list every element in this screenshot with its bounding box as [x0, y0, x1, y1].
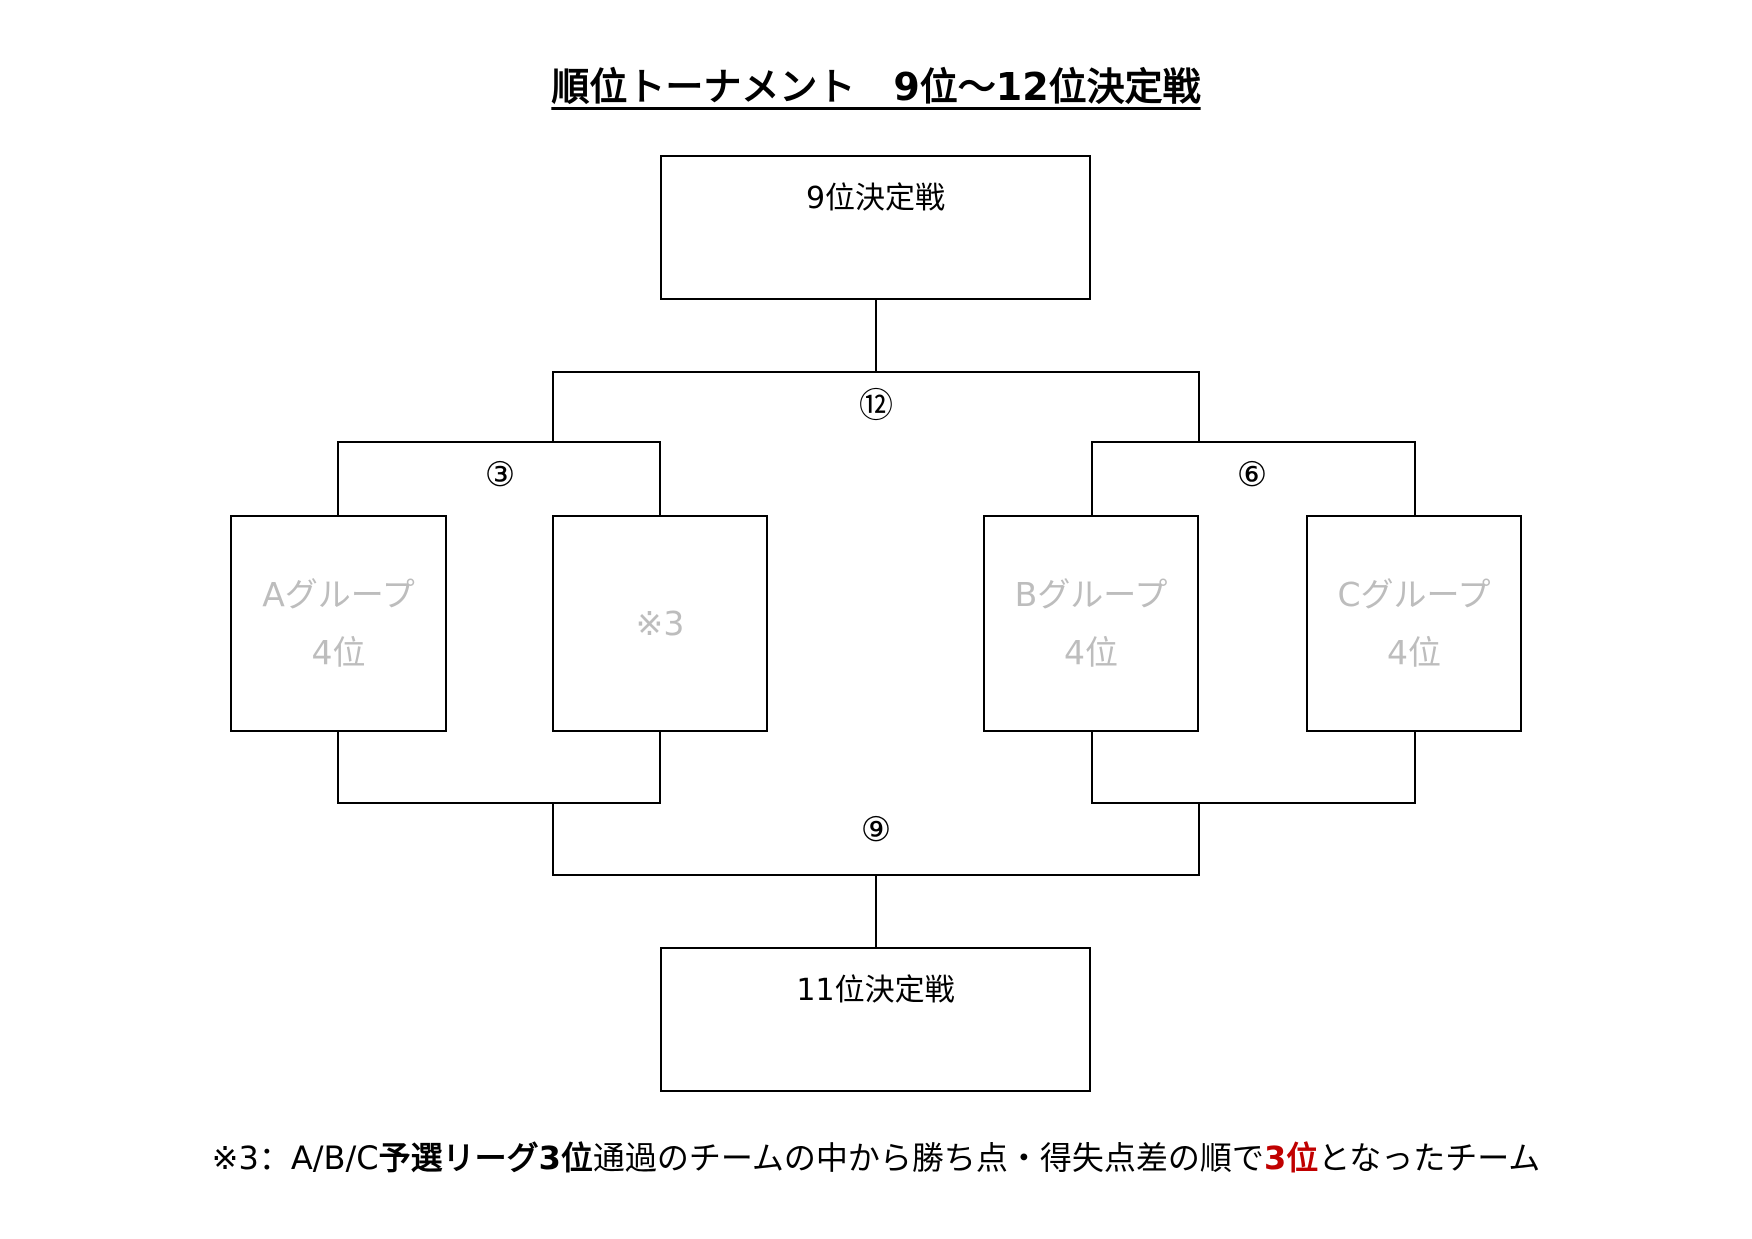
final-9th-place-box: 9位決定戦	[660, 155, 1091, 300]
team-box-note-3: ※3	[552, 515, 768, 732]
team-box-a-group-4th: Aグループ 4位	[230, 515, 447, 732]
team-label-line1: Bグループ	[1014, 574, 1168, 614]
team-label-line2: 4位	[311, 632, 366, 672]
footnote-part5: となったチーム	[1318, 1139, 1541, 1177]
page-title: 順位トーナメント 9位～12位決定戦	[551, 65, 1201, 109]
team-label-line2: 4位	[1064, 632, 1118, 672]
footnote-part3: 通過のチームの中から勝ち点・得失点差の順で	[592, 1139, 1264, 1177]
team-label-line1: ※3	[635, 603, 685, 643]
match-number-12: ⑫	[859, 386, 893, 426]
team-label-line1: Aグループ	[262, 574, 415, 614]
footnote: ※3：A/B/C予選リーグ3位通過のチームの中から勝ち点・得失点差の順で3位とな…	[0, 1136, 1752, 1180]
footnote-part1: ※3：A/B/C	[211, 1139, 379, 1177]
final-9th-place-label: 9位決定戦	[805, 181, 946, 216]
match-number-9: ⑨	[860, 810, 892, 850]
match-number-6: ⑥	[1236, 455, 1268, 495]
team-label-line2: 4位	[1387, 632, 1441, 672]
team-label-line1: Cグループ	[1337, 574, 1491, 614]
footnote-bold: 予選リーグ3位	[378, 1139, 593, 1177]
final-11th-place-box: 11位決定戦	[660, 947, 1091, 1092]
team-box-c-group-4th: Cグループ 4位	[1306, 515, 1522, 732]
team-box-b-group-4th: Bグループ 4位	[983, 515, 1199, 732]
footnote-highlight: 3位	[1263, 1139, 1319, 1177]
match-number-3: ③	[484, 455, 516, 495]
final-11th-place-label: 11位決定戦	[796, 973, 955, 1008]
